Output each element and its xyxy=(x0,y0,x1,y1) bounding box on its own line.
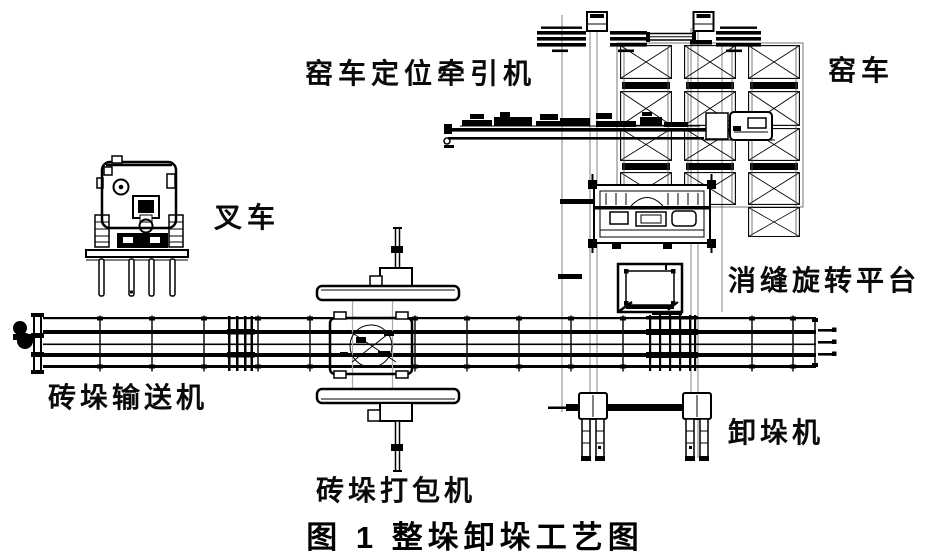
transfer-bridge-drawing xyxy=(560,174,716,253)
label-unstacker: 卸垛机 xyxy=(728,417,825,448)
label-packing-machine: 砖垛打包机 xyxy=(316,475,477,506)
label-forklift: 叉车 xyxy=(214,202,281,233)
packing-machine-drawing xyxy=(315,227,461,472)
traction-trolley-drawing xyxy=(537,11,761,53)
figure-caption: 图 1 整垛卸垛工艺图 xyxy=(306,520,644,555)
traction-machine-drawing xyxy=(443,111,775,148)
label-stack-conveyor: 砖垛输送机 xyxy=(48,382,209,413)
label-traction-machine: 窑车定位牵引机 xyxy=(305,58,537,89)
rotary-platform-drawing xyxy=(616,262,684,314)
conveyor-drawing xyxy=(13,311,837,374)
forklift-drawing xyxy=(85,155,189,297)
label-rotary-platform: 消缝旋转平台 xyxy=(728,265,921,296)
unstacker-drawing xyxy=(548,392,712,461)
label-kiln-car: 窑车 xyxy=(828,55,895,86)
